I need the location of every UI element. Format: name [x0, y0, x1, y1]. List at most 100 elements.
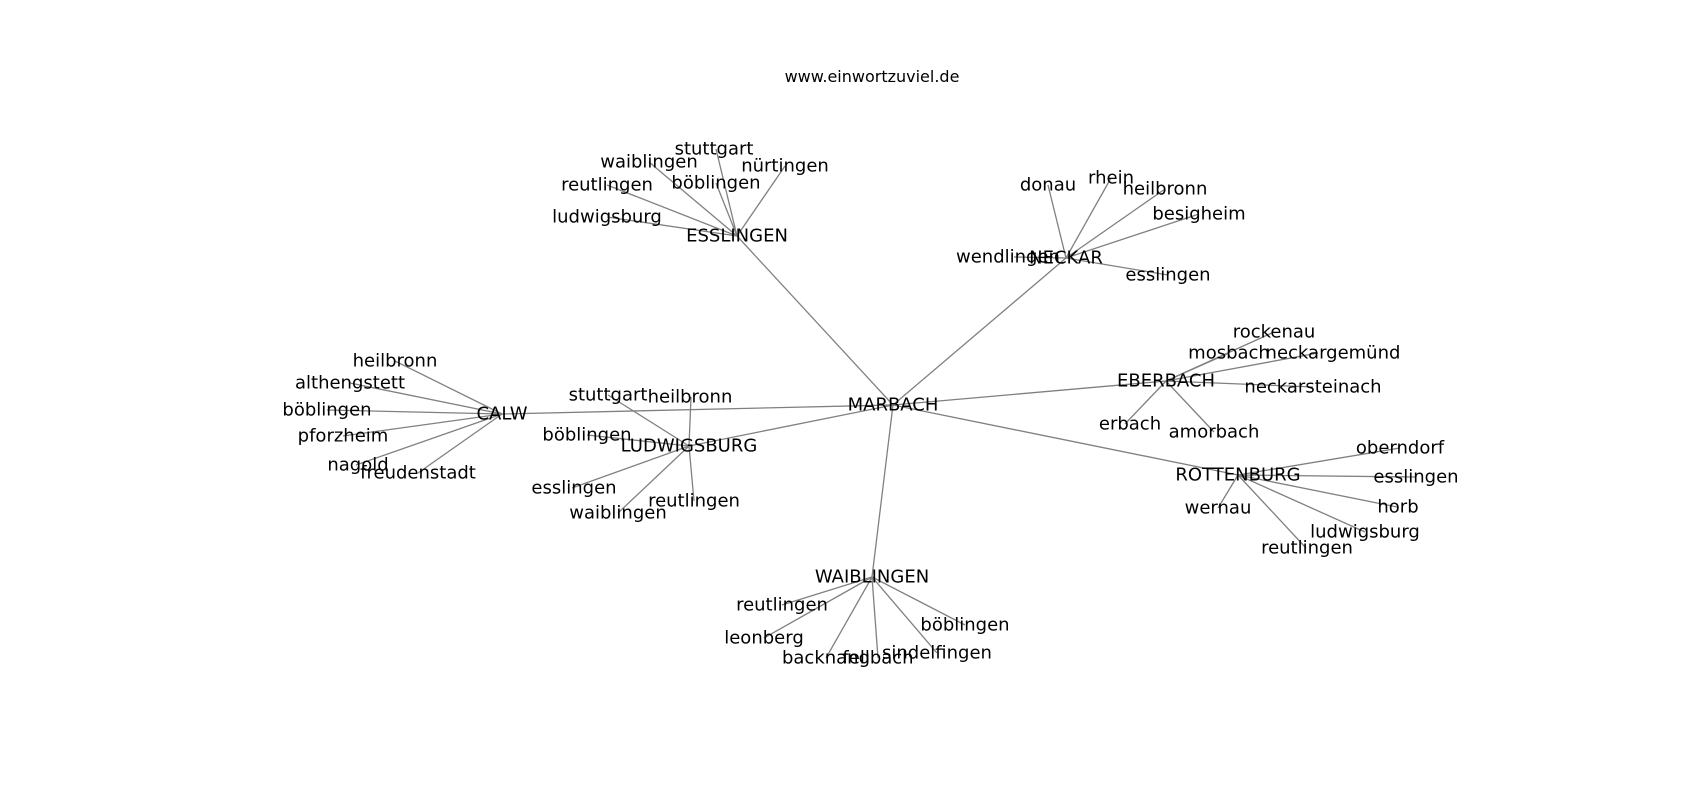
node-label-ca-althengstett: althengstett — [295, 373, 405, 394]
edge-esslingen_hub-es_ludwigsburg — [606, 216, 738, 237]
edge-rottenburg_hub-ro_esslingen — [1237, 474, 1416, 478]
edge-neckar_hub-ne_donau — [1047, 184, 1067, 259]
edge-waiblingen_hub-wa_backnang — [825, 576, 873, 659]
site-title: www.einwortzuviel.de — [785, 67, 960, 86]
edge-esslingen_hub-es_boeblingen — [715, 182, 738, 237]
edge-waiblingen_hub-wa_reutlingen — [781, 576, 873, 606]
label-layer: MARBACH ESSLINGEN NECKAR EBERBACH ROTTENBURG… — [282, 139, 1458, 669]
node-label-ca-freudenstadt: freudenstadt — [360, 463, 476, 484]
edge-ludwigsburg_hub-lu_waiblingen — [617, 445, 690, 514]
node-label-es-waiblingen: waiblingen — [600, 152, 698, 173]
node-label-es-nuertingen: nürtingen — [741, 156, 829, 177]
node-label-ne-rhein: rhein — [1088, 168, 1134, 189]
edge-calw_hub-ca_nagold — [355, 413, 503, 466]
node-label-neckar-hub: NECKAR — [1029, 248, 1103, 269]
node-label-ca-nagold: nagold — [327, 455, 388, 476]
node-label-calw-hub: CALW — [476, 404, 527, 425]
node-label-wa-backnang: backnang — [782, 648, 870, 669]
node-label-ne-donau: donau — [1020, 175, 1076, 196]
node-label-lu-boeblingen: böblingen — [542, 425, 631, 446]
edge-calw_hub-ca_boeblingen — [326, 409, 503, 415]
edge-marbach-rottenburg_hub — [892, 404, 1239, 476]
edge-marbach-waiblingen_hub — [871, 404, 894, 578]
node-label-ca-heilbronn: heilbronn — [353, 351, 438, 372]
node-label-ne-besigheim: besigheim — [1152, 204, 1245, 225]
node-label-lu-esslingen: esslingen — [531, 478, 616, 499]
node-label-wa-sindelfingen: sindelfingen — [882, 643, 992, 664]
node-label-ne-wendlingen: wendlingen — [956, 247, 1060, 268]
node-label-es-boeblingen: böblingen — [671, 173, 760, 194]
edge-calw_hub-ca_freudenstadt — [417, 413, 503, 474]
node-label-ca-pforzheim: pforzheim — [298, 426, 389, 447]
edge-waiblingen_hub-wa_leonberg — [763, 576, 873, 639]
node-label-eb-mosbach: mosbach — [1188, 343, 1270, 364]
node-label-ro-horb: horb — [1377, 497, 1418, 518]
edge-ludwigsburg_hub-lu_boeblingen — [586, 434, 690, 447]
node-label-eb-amorbach: amorbach — [1169, 422, 1260, 443]
edge-neckar_hub-ne_heilbronn — [1065, 188, 1166, 259]
edge-marbach-ludwigsburg_hub — [688, 404, 894, 447]
edge-eberbach_hub-eb_mosbach — [1165, 352, 1230, 382]
edge-neckar_hub-ne_rhein — [1065, 177, 1112, 259]
node-label-es-reutlingen: reutlingen — [561, 175, 653, 196]
node-label-eb-neckargemuend: neckargemünd — [1266, 343, 1401, 364]
node-label-wa-leonberg: leonberg — [724, 628, 804, 649]
node-label-es-ludwigsburg: ludwigsburg — [552, 207, 662, 228]
edge-esslingen_hub-es_waiblingen — [648, 161, 738, 237]
edge-marbach-calw_hub — [501, 404, 894, 415]
node-label-ro-wernau: wernau — [1185, 498, 1252, 519]
node-label-lu-reutlingen: reutlingen — [648, 491, 740, 512]
node-label-wa-boeblingen: böblingen — [920, 615, 1009, 636]
edge-eberbach_hub-eb_erbach — [1124, 380, 1167, 425]
node-label-esslingen-hub: ESSLINGEN — [686, 226, 788, 247]
edge-calw_hub-ca_althengstett — [349, 382, 503, 415]
edge-waiblingen_hub-wa_sindelfingen — [871, 576, 938, 654]
edge-ludwigsburg_hub-lu_heilbronn — [688, 396, 692, 447]
edge-marbach-eberbach_hub — [892, 380, 1167, 406]
node-label-es-stuttgart: stuttgart — [675, 139, 754, 160]
node-label-eb-rockenau: rockenau — [1233, 322, 1316, 343]
node-label-wa-fellbach: fellbach — [842, 648, 913, 669]
node-label-ro-ludwigsburg: ludwigsburg — [1310, 522, 1420, 543]
edge-rottenburg_hub-ro_horb — [1237, 474, 1398, 508]
edge-rottenburg_hub-ro_wernau — [1217, 474, 1239, 509]
node-label-ludwigsburg-hub: LUDWIGSBURG — [621, 436, 758, 457]
edge-ludwigsburg_hub-lu_stuttgart — [607, 394, 690, 447]
edge-neckar_hub-ne_wendlingen — [1013, 256, 1067, 259]
node-label-lu-stuttgart: stuttgart — [569, 385, 648, 406]
node-label-rottenburg-hub: ROTTENBURG — [1175, 465, 1300, 486]
edge-marbach-neckar_hub — [892, 257, 1067, 406]
node-label-marbach: MARBACH — [848, 395, 939, 416]
node-label-lu-heilbronn: heilbronn — [648, 387, 733, 408]
edge-eberbach_hub-eb_neckarsteinach — [1165, 380, 1314, 388]
node-label-wa-reutlingen: reutlingen — [736, 595, 828, 616]
edge-eberbach_hub-eb_amorbach — [1165, 380, 1215, 433]
edge-calw_hub-ca_heilbronn — [394, 360, 503, 415]
edge-ludwigsburg_hub-lu_esslingen — [571, 445, 690, 489]
edge-neckar_hub-ne_besigheim — [1065, 213, 1200, 259]
node-label-eberbach-hub: EBERBACH — [1117, 371, 1215, 392]
node-label-ne-heilbronn: heilbronn — [1123, 179, 1208, 200]
edge-rottenburg_hub-ro_ludwigsburg — [1237, 474, 1366, 533]
edge-ludwigsburg_hub-lu_reutlingen — [688, 445, 695, 502]
edge-calw_hub-ca_pforzheim — [342, 413, 503, 437]
edge-esslingen_hub-es_nuertingen — [736, 165, 786, 237]
node-label-lu-waiblingen: waiblingen — [569, 503, 667, 524]
node-label-waiblingen-hub: WAIBLINGEN — [815, 567, 929, 588]
node-label-ro-esslingen: esslingen — [1373, 467, 1458, 488]
edge-esslingen_hub-es_stuttgart — [715, 148, 738, 237]
node-label-ro-oberndorf: oberndorf — [1356, 438, 1445, 459]
edge-rottenburg_hub-ro_oberndorf — [1237, 447, 1401, 476]
edge-esslingen_hub-es_reutlingen — [606, 184, 738, 237]
edge-layer — [326, 148, 1416, 659]
edge-waiblingen_hub-wa_boeblingen — [871, 576, 966, 626]
edge-rottenburg_hub-ro_reutlingen — [1237, 474, 1307, 549]
node-label-ro-reutlingen: reutlingen — [1261, 538, 1353, 559]
edge-marbach-esslingen_hub — [736, 235, 894, 406]
node-label-ca-boeblingen: böblingen — [282, 400, 371, 421]
node-label-eb-erbach: erbach — [1099, 414, 1161, 435]
edge-eberbach_hub-eb_neckargemuend — [1165, 352, 1319, 382]
node-label-eb-neckarsteinach: neckarsteinach — [1244, 377, 1381, 398]
edge-neckar_hub-ne_esslingen — [1065, 257, 1169, 276]
